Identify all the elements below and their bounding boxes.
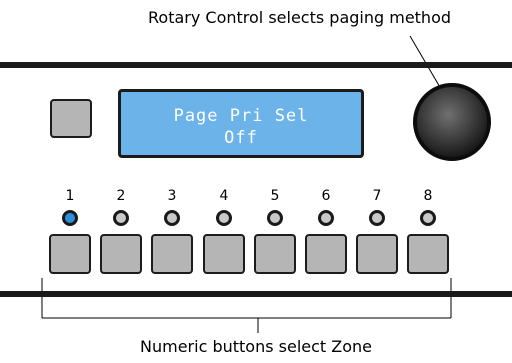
rotary-control-caption: Rotary Control selects paging method (148, 8, 452, 27)
zone-6-button[interactable] (305, 234, 347, 274)
panel-bottom-rail (0, 291, 512, 297)
zone-5-number: 5 (270, 188, 280, 204)
zone-1-button[interactable] (49, 234, 91, 274)
zone-2-number: 2 (116, 188, 126, 204)
zone-6-led (318, 210, 334, 226)
zone-buttons-caption: Numeric buttons select Zone (140, 337, 372, 356)
zone-8-number: 8 (423, 188, 433, 204)
lcd-line-1: Page Pri Sel (173, 106, 309, 126)
function-button[interactable] (50, 99, 92, 138)
zone-5-led (267, 210, 283, 226)
zone-1-led (62, 210, 78, 226)
zone-5-button[interactable] (254, 234, 296, 274)
zone-3-number: 3 (167, 188, 177, 204)
zone-2-button[interactable] (100, 234, 142, 274)
lcd-line-2: Off (224, 128, 258, 148)
zone-3-led (164, 210, 180, 226)
lcd-display: Page Pri Sel Off (118, 89, 364, 158)
zone-1-number: 1 (65, 188, 75, 204)
zone-8-button[interactable] (407, 234, 449, 274)
zone-4-button[interactable] (203, 234, 245, 274)
zone-7-number: 7 (372, 188, 382, 204)
zone-8-led (420, 210, 436, 226)
zone-7-button[interactable] (356, 234, 398, 274)
zone-4-number: 4 (219, 188, 229, 204)
zone-6-number: 6 (321, 188, 331, 204)
zone-4-led (216, 210, 232, 226)
rotary-knob[interactable] (410, 80, 494, 164)
zone-bracket (41, 278, 452, 333)
zone-7-led (369, 210, 385, 226)
panel-top-rail (0, 62, 512, 68)
zone-3-button[interactable] (151, 234, 193, 274)
zone-2-led (113, 210, 129, 226)
